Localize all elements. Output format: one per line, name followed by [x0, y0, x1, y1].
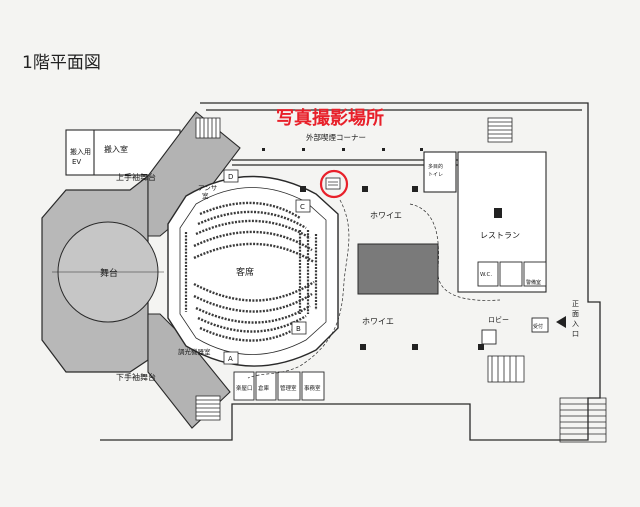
reception-box	[531, 317, 549, 333]
audience-label: 客席	[236, 266, 254, 278]
ensemble-room-label-1: アンサ	[198, 184, 217, 192]
upper-wing-label: 上手袖舞台	[116, 172, 156, 182]
bottom-small-rooms	[233, 371, 325, 401]
route-path	[247, 199, 350, 379]
staff-label: 受付	[533, 323, 543, 330]
control-room-label: 調光機器室	[178, 347, 211, 356]
exterior-steps	[559, 397, 607, 443]
office-label: 事務室	[304, 384, 321, 392]
lobby-label: ロビー	[488, 315, 509, 324]
restaurant-service-rooms	[477, 261, 547, 287]
wc-small-label: W.C.	[480, 272, 492, 278]
carry-in-ev-label-1: 搬入用	[70, 147, 91, 156]
entrance-arrow-icon	[556, 316, 566, 328]
entrance-label-2: 面	[572, 310, 579, 318]
stairs-upper-left	[195, 117, 221, 139]
door-a-label: A	[228, 355, 233, 363]
route-path-2	[409, 203, 501, 301]
foyer-center-block	[357, 243, 439, 295]
building-outline	[100, 102, 601, 441]
foyer-upper-label: ホワイエ	[370, 211, 402, 220]
foyer-lower-label: ホワイエ	[362, 317, 394, 326]
photo-spot-title: 写真撮影場所	[276, 107, 384, 129]
entrance-label-3: 入	[572, 320, 579, 328]
page-title: 1階平面図	[22, 53, 101, 73]
photo-spot-marker	[319, 169, 349, 199]
stairs-lower-left	[195, 395, 221, 421]
management-label: 管理室	[280, 384, 297, 392]
auditorium-inner	[179, 187, 327, 355]
seat-block-right	[298, 230, 318, 314]
ensemble-room-label-2: 室	[202, 191, 209, 200]
stairs-right-lower	[487, 355, 525, 383]
smoking-corner-columns	[262, 148, 423, 151]
lower-wing-label: 下手袖舞台	[116, 372, 156, 382]
door-b-label: B	[296, 325, 301, 333]
restaurant-label: レストラン	[480, 231, 520, 240]
lobby-counter	[481, 329, 497, 345]
door-c-label: C	[300, 203, 305, 211]
restaurant-icon	[494, 208, 502, 218]
entrance-label-4: 口	[572, 330, 579, 338]
wc-top-label-2: トイレ	[428, 172, 443, 178]
security-room-label: 警備室	[526, 279, 541, 286]
audience-label-box	[226, 260, 266, 282]
door-d-label: D	[228, 173, 233, 181]
stage-label: 舞台	[100, 267, 118, 279]
wc-top-label-1: 多目的	[428, 163, 443, 170]
restaurant-block	[423, 151, 547, 293]
green-room-label: 楽屋口	[236, 384, 253, 392]
carry-in-room-label: 搬入室	[104, 144, 128, 154]
stairs-right-top	[487, 117, 513, 143]
smoking-corner-label: 外部喫煙コーナー	[306, 132, 366, 142]
entrance-label-1: 正	[572, 300, 579, 308]
door-markers	[223, 169, 311, 365]
storage-label: 倉庫	[258, 384, 270, 392]
carry-in-ev-label-2: EV	[72, 158, 81, 166]
